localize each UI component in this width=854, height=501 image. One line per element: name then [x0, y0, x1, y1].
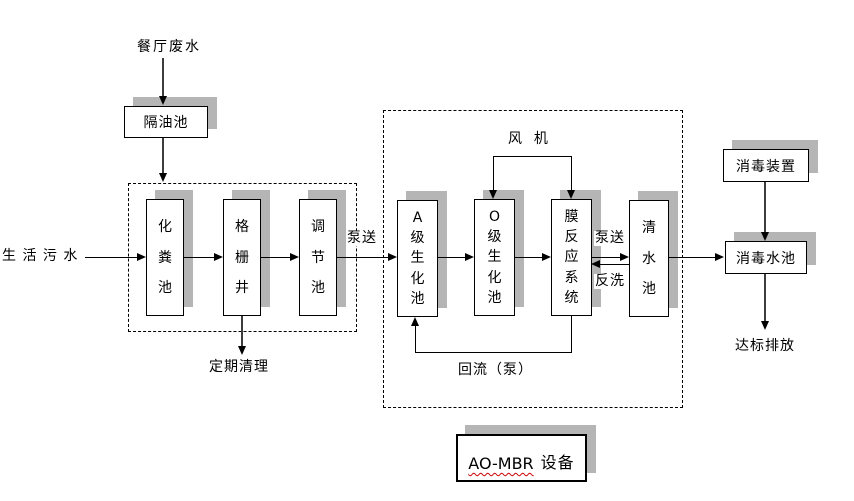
arrowhead-clean-to-membrane-backwash: [591, 260, 600, 268]
aombr-title-cn: 设备: [540, 453, 575, 472]
arrowhead-device-to-disinfection-pool: [761, 232, 769, 241]
reflux-line-up: [415, 326, 416, 352]
aombr-title-en: AO-MBR: [468, 454, 534, 473]
arrow-regulating-to-tank-a: [337, 257, 389, 258]
periodic-cleaning-label: 定期清理: [209, 359, 269, 375]
node-grid-well: 格栅井: [223, 199, 261, 316]
node-septic-tank: 化粪池: [146, 199, 184, 316]
arrow-septic-to-grid: [184, 257, 215, 258]
arrow-pool-to-discharge: [764, 274, 766, 322]
arrowhead-fan-to-tank-o: [489, 190, 497, 199]
arrowhead-regulating-to-tank-a: [388, 253, 397, 261]
arrowhead-grid-to-regulating: [290, 253, 299, 261]
arrowhead-reflux-to-tank-a: [411, 317, 419, 326]
pump-label-1: 泵送: [346, 230, 378, 246]
node-membrane-reactor: 膜反应系统: [551, 199, 592, 316]
node-oil-separator: 隔油池: [124, 106, 208, 138]
domestic-sewage-label: 生 活 污 水: [2, 248, 79, 264]
arrow-grid-to-regulating: [261, 257, 291, 258]
arrow-oil-separator-to-pretreatment: [162, 138, 164, 174]
fan-connector-line: [493, 156, 572, 157]
arrow-sewage-to-septic: [85, 257, 138, 258]
arrow-device-to-disinfection-pool: [764, 182, 766, 233]
arrowhead-clean-to-disinfection-pool: [715, 253, 724, 261]
arrow-clean-to-disinfection-pool: [669, 257, 716, 258]
arrowhead-tank-a-to-tank-o: [465, 253, 474, 261]
pump-label-2: 泵送: [594, 230, 626, 246]
arrow-tank-a-to-tank-o: [438, 257, 466, 258]
fan-label: 风 机: [508, 131, 549, 147]
arrowhead-fan-to-membrane: [567, 190, 575, 199]
arrow-membrane-to-clean-pump: [592, 257, 621, 258]
arrowhead-membrane-to-clean-pump: [620, 253, 629, 261]
reflux-line-across: [415, 352, 572, 353]
backwash-label: 反洗: [594, 273, 626, 289]
arrow-clean-to-membrane-backwash: [600, 264, 629, 265]
fan-drop-to-membrane: [571, 156, 572, 191]
arrowhead-sewage-to-septic: [137, 253, 146, 261]
aombr-equipment-title-box: AO-MBR 设备: [456, 434, 587, 482]
arrowhead-restaurant-to-oil-separator: [159, 96, 167, 105]
arrowhead-grid-to-periodic-cleaning: [238, 346, 246, 355]
reflux-pump-label: 回流（泵）: [458, 362, 533, 378]
arrow-grid-to-periodic-cleaning: [241, 316, 243, 347]
arrowhead-tank-o-to-membrane: [542, 253, 551, 261]
node-regulating-tank: 调节池: [299, 199, 337, 316]
discharge-label: 达标排放: [735, 338, 795, 354]
fan-drop-to-tank-o: [493, 156, 494, 191]
node-disinfection-device: 消毒装置: [723, 149, 809, 182]
arrowhead-oil-separator-to-pretreatment: [159, 173, 167, 182]
aombr-group-frame: [383, 110, 683, 408]
reflux-line-down: [571, 316, 572, 353]
arrow-tank-o-to-membrane: [515, 257, 543, 258]
arrowhead-pool-to-discharge: [761, 321, 769, 330]
node-disinfection-pool: 消毒水池: [725, 241, 807, 274]
arrow-restaurant-to-oil-separator: [162, 58, 164, 97]
restaurant-wastewater-label: 餐厅废水: [137, 39, 201, 55]
node-clean-water-tank: 清水池: [629, 200, 669, 317]
arrowhead-septic-to-grid: [214, 253, 223, 261]
